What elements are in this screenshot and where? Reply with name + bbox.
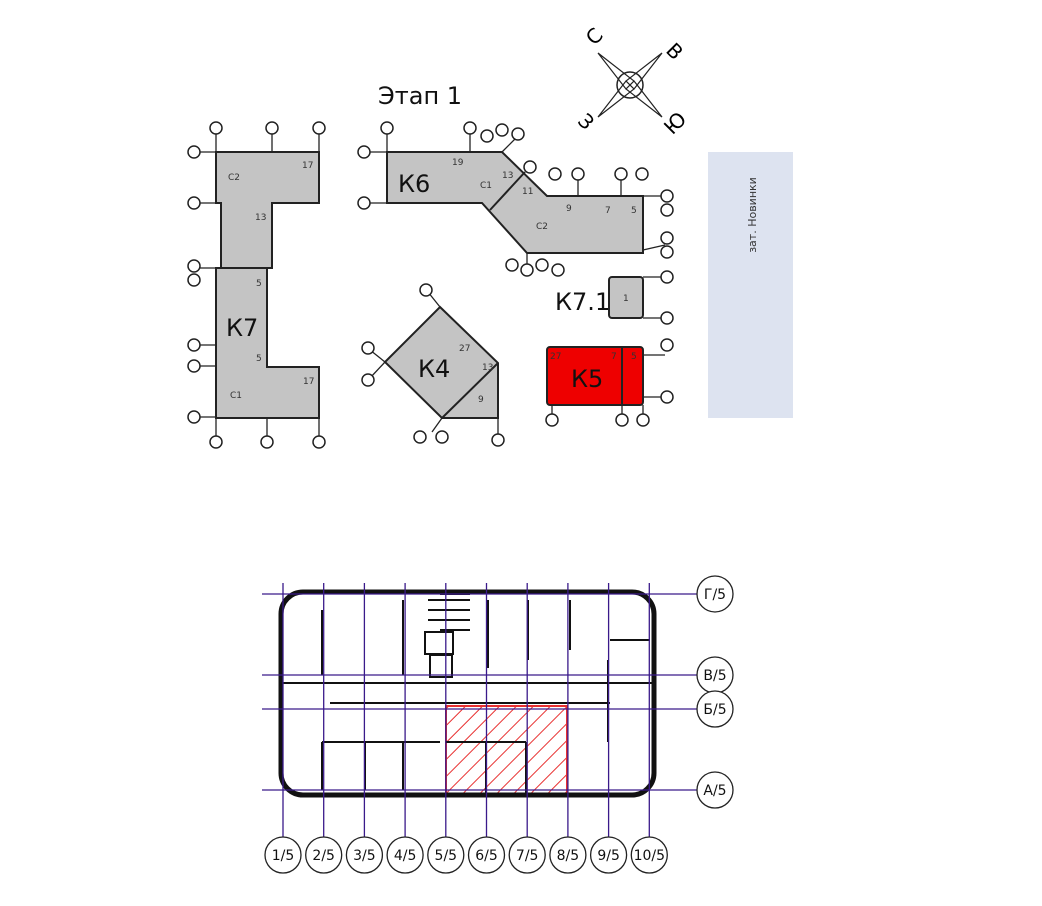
building-name: К7: [226, 314, 258, 342]
street-block: [708, 152, 793, 418]
stage-title: Этап 1: [378, 82, 462, 110]
column-axis-marker: [589, 836, 628, 874]
section-label: 7: [611, 352, 617, 362]
compass-west: З: [573, 109, 599, 135]
building-name: К6: [398, 170, 430, 198]
column-axis-label: 7/5: [516, 848, 539, 864]
column-axis-label: 6/5: [475, 848, 498, 864]
row-axis-marker: [696, 575, 734, 613]
compass-east: В: [661, 38, 688, 65]
row-axis-label: А/5: [703, 783, 726, 799]
column-axis-marker: [264, 836, 302, 874]
section-label: 13: [482, 363, 493, 373]
section-label: С1: [230, 391, 242, 401]
section-label: 5: [631, 352, 637, 362]
column-axis-marker: [386, 836, 424, 874]
column-axis-label: 5/5: [435, 848, 458, 864]
section-label: 11: [522, 187, 533, 197]
building-k6[interactable]: К6 19 С1 13 11 9 7 5 С2: [386, 151, 644, 254]
building-name: К7.1: [555, 288, 610, 316]
selected-apartment-area[interactable]: [445, 705, 568, 796]
building-k5-selected[interactable]: К5 27 7 5: [546, 346, 644, 406]
column-axis-label: 9/5: [597, 848, 620, 864]
section-label: С2: [536, 222, 548, 232]
column-axis-marker: [508, 836, 546, 874]
column-axis-label: 10/5: [634, 848, 665, 864]
column-axis-label: 2/5: [312, 848, 335, 864]
section-label: 13: [502, 171, 513, 181]
column-axis-marker: [549, 836, 587, 874]
row-axis-label: Б/5: [703, 702, 726, 718]
column-axis-marker: [427, 836, 465, 874]
row-axis-marker: [696, 690, 734, 728]
floor-plan: [278, 589, 657, 798]
entrance-markers: [187, 121, 674, 449]
section-label: С2: [228, 173, 240, 183]
section-label: С1: [480, 181, 492, 191]
street-label: зат. Новинки: [746, 177, 759, 253]
column-axis-label: 8/5: [557, 848, 580, 864]
column-axis-marker: [630, 836, 668, 874]
section-label: 13: [255, 213, 266, 223]
building-name: К4: [418, 355, 450, 383]
row-axis-marker: [696, 771, 734, 809]
section-label: 5: [256, 279, 262, 289]
row-axis-label: Г/5: [704, 587, 726, 603]
column-axis-marker: [345, 836, 384, 874]
building-k7-1[interactable]: К7.1 1: [555, 276, 644, 319]
row-axis-label: В/5: [703, 668, 726, 684]
section-label: 27: [459, 344, 470, 354]
section-label: 17: [302, 161, 313, 171]
column-axis-label: 1/5: [272, 848, 295, 864]
section-label: 9: [566, 204, 572, 214]
section-label: 7: [605, 206, 611, 216]
compass-south: Ю: [659, 107, 691, 139]
column-axis-marker: [305, 836, 343, 874]
column-axis-label: 3/5: [353, 848, 376, 864]
section-label: 19: [452, 158, 464, 168]
section-label: 1: [623, 294, 629, 304]
building-name: К5: [571, 365, 603, 393]
grid-axes: 1/5 2/5 3/5 4/5 5/5 6/5 7/5 8/5 9/5 10/5 Г/5В/5Б/5…: [262, 575, 734, 874]
section-label: 5: [256, 354, 262, 364]
building-k7[interactable]: К7 С2 17 13 5 5 С1 17: [215, 151, 320, 419]
section-label: 9: [478, 395, 484, 405]
column-axis-label: 4/5: [394, 848, 417, 864]
column-axis-marker: [467, 836, 506, 874]
building-k4[interactable]: К4 27 13 9: [383, 305, 499, 419]
section-label: 17: [303, 377, 314, 387]
compass-north: С: [581, 23, 608, 50]
section-label: 5: [631, 206, 637, 216]
section-label: 27: [550, 352, 561, 362]
compass-icon: С В Ю З: [573, 23, 691, 139]
